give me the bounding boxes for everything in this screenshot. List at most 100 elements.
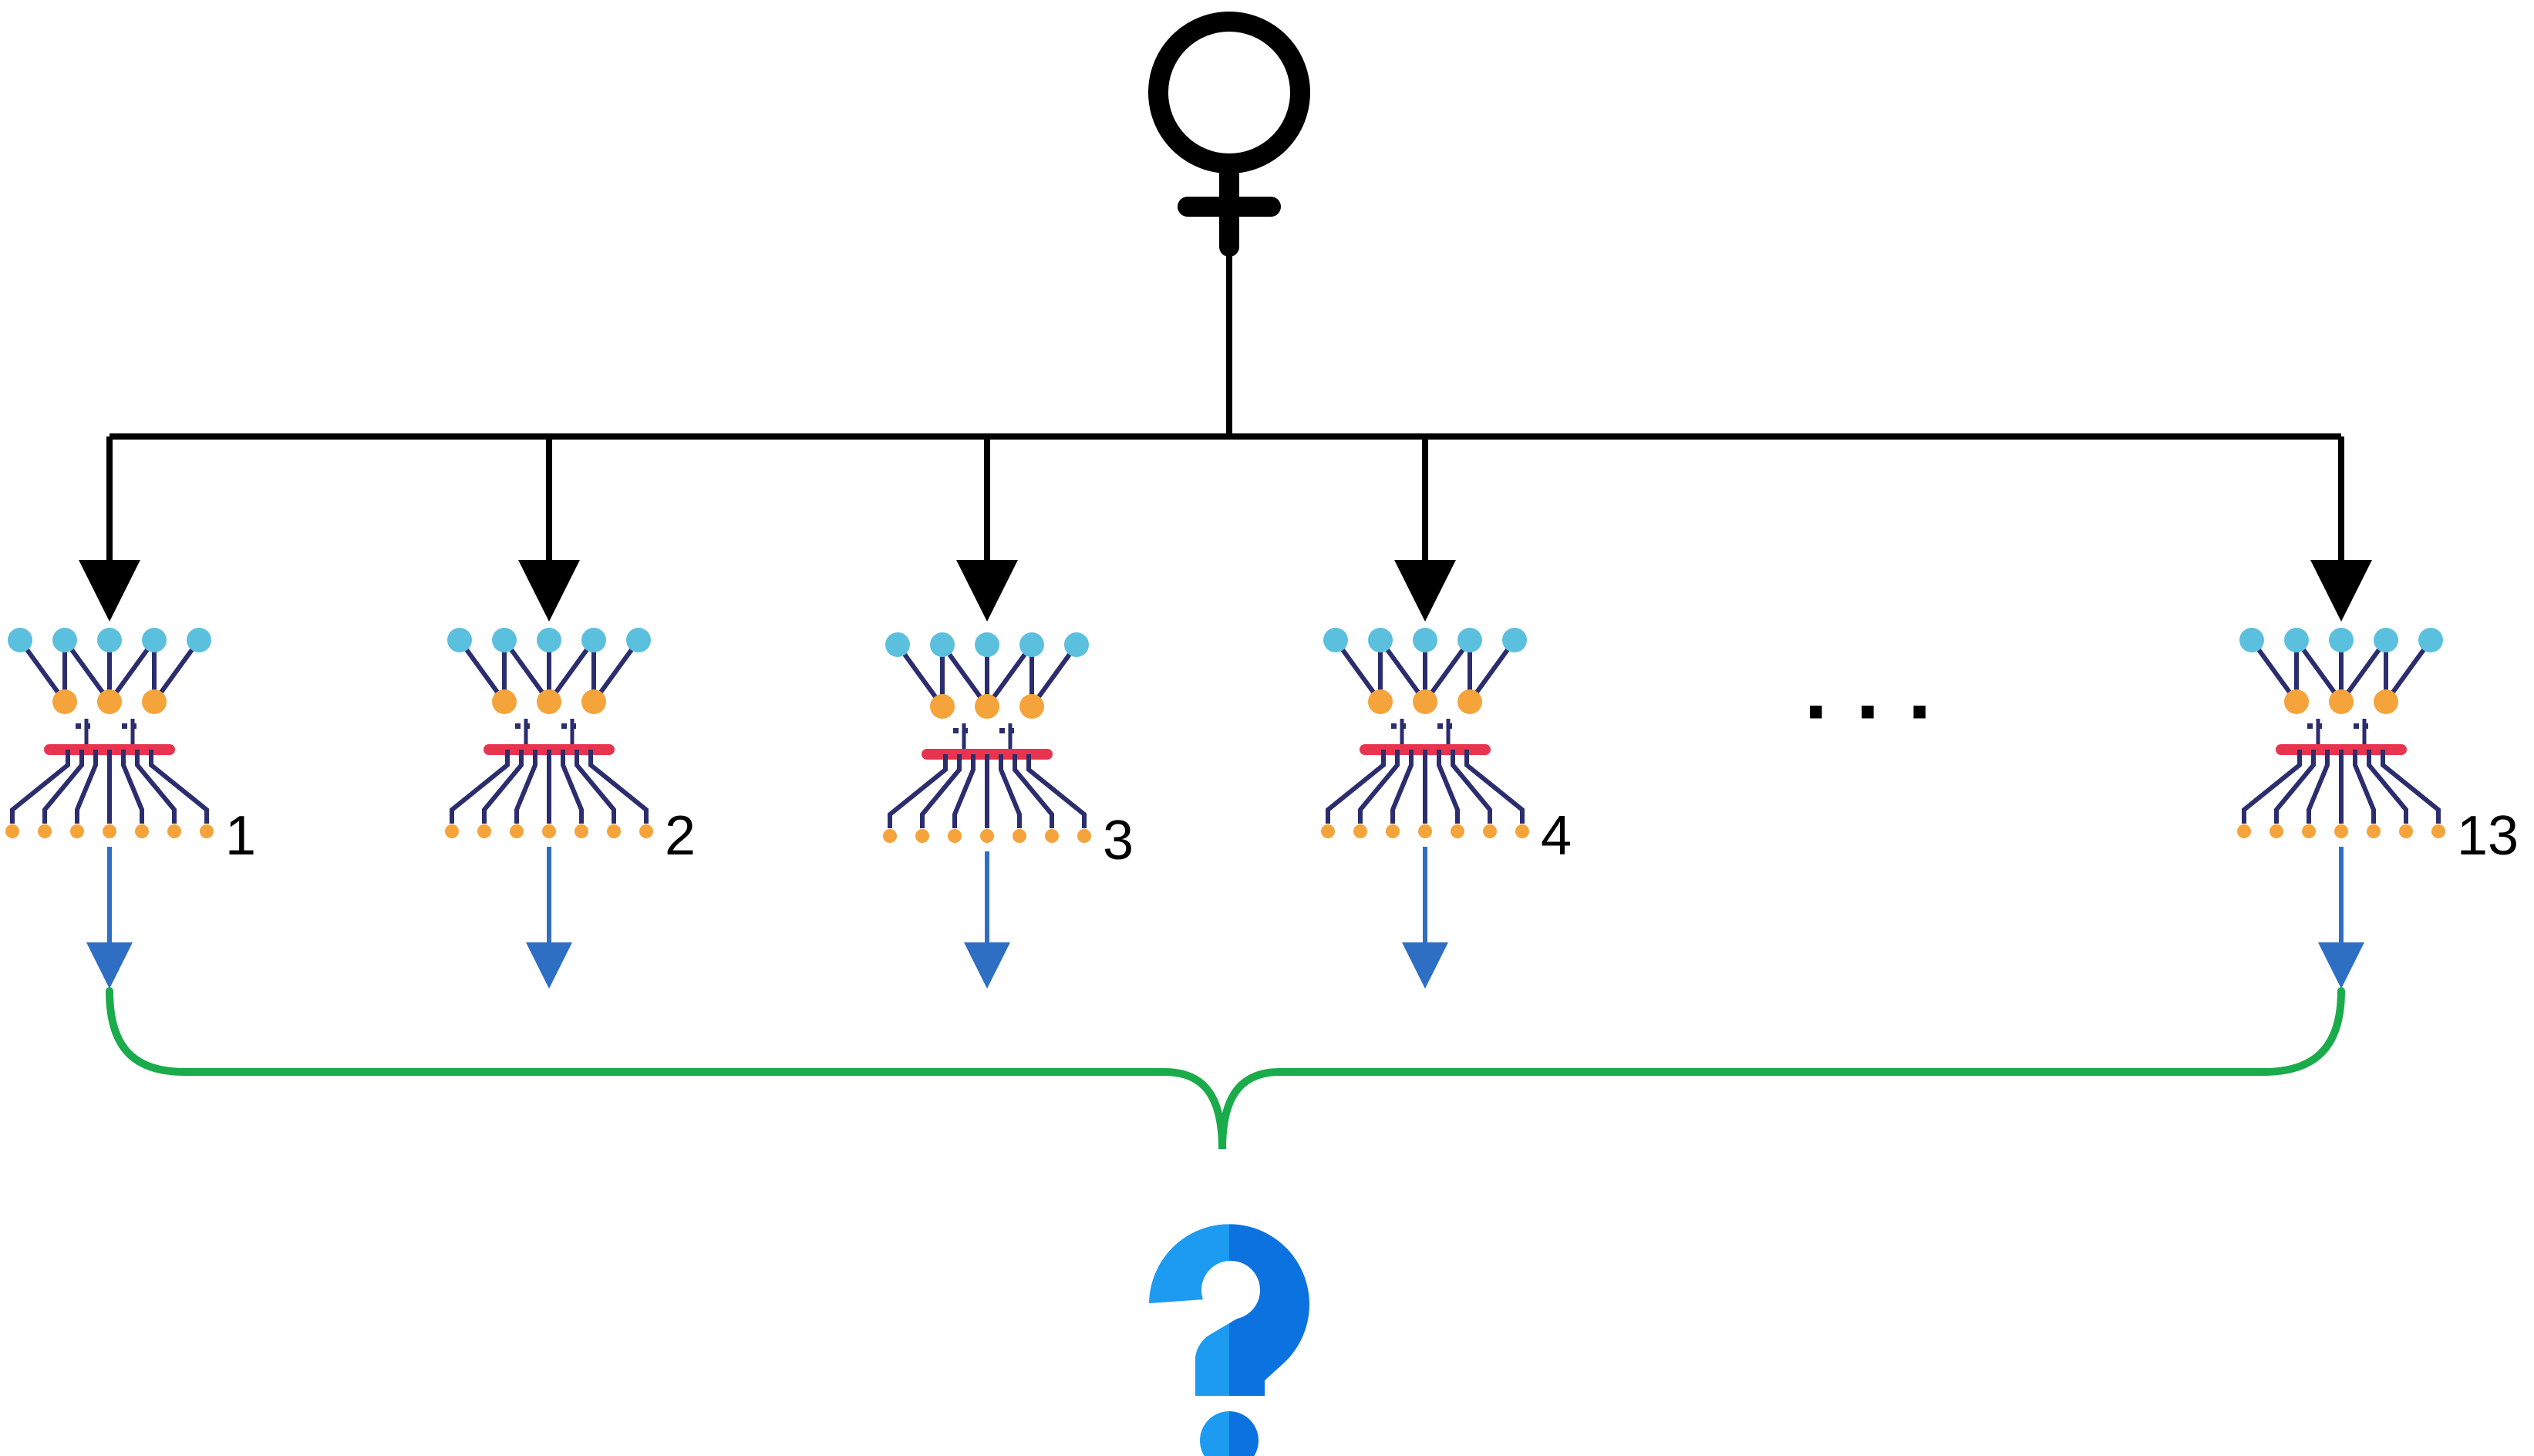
wire (1464, 750, 1525, 824)
network-label: 1 (225, 805, 256, 867)
neural-network-4: 4 (1321, 628, 1572, 989)
output-node (510, 824, 524, 838)
question-mark-icon (1149, 1224, 1309, 1456)
network-label: 2 (665, 805, 696, 867)
hidden-dot (515, 723, 521, 729)
wire (2367, 750, 2408, 824)
curly-brace (106, 987, 2345, 1150)
hidden-dot (953, 728, 959, 733)
output-node (1013, 829, 1026, 843)
output-node (1353, 824, 1367, 838)
connector-tree (79, 247, 2372, 622)
output-node (200, 824, 214, 838)
wire (1437, 750, 1460, 824)
output-node (1515, 824, 1529, 838)
input-node (2329, 628, 2354, 652)
wire (2249, 639, 2299, 703)
output-node (915, 829, 929, 843)
wire (1378, 639, 1427, 703)
output-node (2269, 824, 2283, 838)
wire (2307, 750, 2330, 824)
hidden-node (52, 689, 77, 714)
hidden-node (2329, 689, 2354, 714)
hidden-node (930, 694, 955, 719)
hidden-dot (76, 723, 81, 729)
wire (107, 639, 157, 703)
hidden-dot (1391, 723, 1397, 729)
network-label: 4 (1541, 805, 1572, 867)
output-node (2367, 824, 2381, 838)
hidden-dot (2307, 723, 2313, 729)
wire (2242, 750, 2302, 824)
input-node (2284, 628, 2309, 652)
female-symbol (1148, 12, 1310, 257)
wire (62, 639, 112, 703)
output-node (445, 824, 459, 838)
output-node (639, 824, 653, 838)
output-node (1451, 824, 1464, 838)
hidden-node (581, 689, 606, 714)
output-node (2302, 824, 2316, 838)
hidden-node (1019, 694, 1044, 719)
input-node (1457, 628, 1482, 652)
wire (952, 754, 976, 828)
output-node (883, 829, 897, 843)
input-node (97, 628, 122, 652)
wire (2381, 750, 2441, 824)
wire (457, 639, 507, 703)
output-node (5, 824, 19, 838)
hidden-node (142, 689, 167, 714)
wire (1423, 639, 1472, 703)
hidden-dot (122, 723, 127, 729)
wire (1326, 750, 1386, 824)
neural-network-2: 2 (445, 628, 696, 989)
input-node (626, 628, 651, 652)
wire (2339, 639, 2388, 703)
wire (895, 643, 945, 708)
neural-network-13: 13 (2237, 628, 2519, 989)
input-node (2239, 628, 2264, 652)
wire (2294, 639, 2344, 703)
output-node (1483, 824, 1497, 838)
hidden-node (975, 694, 999, 719)
output-node (980, 829, 994, 843)
wire (10, 750, 70, 824)
wire (2384, 639, 2433, 703)
wire (1467, 639, 1517, 703)
hidden-dot (561, 723, 567, 729)
output-node (103, 824, 116, 838)
wire (121, 750, 144, 824)
wire (999, 754, 1022, 828)
output-node (1321, 824, 1335, 838)
input-node (1064, 632, 1089, 657)
wire (561, 750, 584, 824)
input-node (492, 628, 517, 652)
input-node (447, 628, 472, 652)
input-node (930, 632, 955, 657)
hidden-node (2374, 689, 2398, 714)
hidden-dot (999, 728, 1005, 733)
input-node (1413, 628, 1437, 652)
wire (888, 754, 948, 828)
wire (591, 639, 641, 703)
wire (575, 750, 616, 824)
output-node (477, 824, 491, 838)
wire (42, 750, 84, 824)
wire (149, 750, 209, 824)
hidden-node (1413, 689, 1437, 714)
output-node (575, 824, 588, 838)
wire (2274, 750, 2316, 824)
input-node (581, 628, 606, 652)
wire (75, 750, 98, 824)
output-node (2237, 824, 2251, 838)
neural-network-1: 1 (5, 628, 256, 989)
hidden-node (1368, 689, 1393, 714)
input-node (2374, 628, 2398, 652)
wire (1451, 750, 1492, 824)
output-node (1418, 824, 1432, 838)
wire (1358, 750, 1400, 824)
output-node (607, 824, 621, 838)
wire (920, 754, 962, 828)
input-node (537, 628, 561, 652)
